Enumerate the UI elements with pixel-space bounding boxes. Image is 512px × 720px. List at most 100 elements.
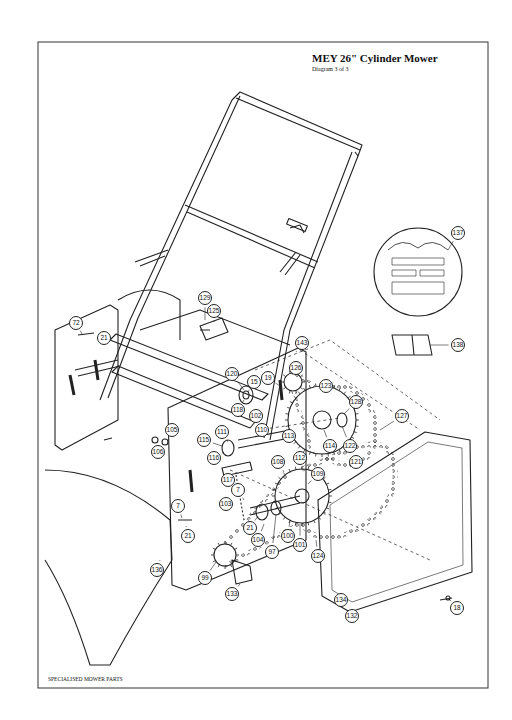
callout-number: 125	[207, 304, 222, 318]
leader-line	[316, 540, 318, 547]
sprocket-tooth	[295, 391, 297, 394]
leader-line	[205, 307, 206, 320]
callout-number: 118	[231, 403, 245, 417]
sprocket-tooth	[355, 425, 358, 427]
leader-line	[344, 409, 349, 414]
drive-chain	[302, 444, 395, 537]
sprocket-tooth	[326, 508, 329, 509]
sprocket-tooth	[302, 466, 303, 469]
drive-chain	[322, 385, 376, 464]
decal-set	[374, 228, 462, 316]
callout-number: 121	[349, 455, 364, 469]
leader-line	[243, 400, 244, 402]
leader-line	[448, 241, 453, 250]
sprocket-tooth	[289, 391, 291, 394]
assembly-line	[230, 340, 440, 560]
leader-line	[296, 351, 298, 352]
leader-line	[210, 562, 216, 571]
leader-line	[227, 440, 228, 442]
sprocket-tooth	[275, 483, 278, 484]
callout-number: 111	[215, 425, 229, 439]
leader-line	[430, 345, 449, 346]
sprocket-tooth	[295, 522, 297, 525]
callout-number: 15	[247, 375, 261, 389]
callout-number: 108	[271, 455, 286, 469]
callout-number: 21	[97, 331, 111, 345]
callout-number: 102	[249, 409, 264, 423]
sprocket-tooth	[272, 496, 275, 497]
sprocket-tooth	[283, 517, 285, 519]
left-side-plate	[55, 305, 118, 450]
leader-line	[238, 382, 244, 390]
sprocket-tooth	[344, 392, 346, 394]
sprocket-tooth	[235, 548, 238, 550]
sprocket-tooth	[285, 420, 288, 421]
callout-number: 138	[451, 338, 466, 352]
sprocket-tooth	[298, 446, 300, 448]
leader-line	[261, 524, 264, 531]
sprocket-tooth	[319, 517, 321, 519]
leader-line	[324, 430, 327, 437]
sprocket-tooth	[339, 388, 341, 391]
callout-number: 7	[171, 499, 185, 513]
sprocket-tooth	[290, 402, 293, 404]
leader-line	[213, 443, 222, 446]
diagram-title: MEY 26" Cylinder Mower	[312, 52, 438, 64]
sprocket-tooth	[213, 548, 216, 550]
sprocket-tooth	[287, 407, 290, 408]
sprocket-tooth	[294, 442, 296, 444]
manual	[392, 335, 432, 355]
callout-number: 21	[181, 529, 195, 543]
callout-number: 124	[311, 549, 326, 563]
sprocket-tooth	[339, 449, 341, 452]
sprocket-tooth	[218, 565, 220, 568]
callout-number: 115	[197, 433, 211, 447]
sprocket-tooth	[314, 520, 315, 523]
sprocket-tooth	[286, 425, 289, 427]
leader-line	[273, 514, 276, 543]
sprocket-tooth	[328, 489, 331, 491]
sprocket-tooth	[211, 555, 214, 556]
leader-line	[214, 320, 215, 322]
roller-cover	[45, 470, 172, 665]
leader-line	[380, 421, 394, 430]
callout-number: 137	[451, 226, 466, 240]
clutch-hub	[232, 560, 252, 584]
sprocket-tooth	[286, 413, 289, 415]
grass-deflector	[118, 290, 180, 340]
sprocket-tooth	[354, 432, 357, 433]
callout-number: 113	[282, 429, 296, 443]
leader-line	[283, 470, 284, 472]
callout-number: 128	[349, 395, 364, 409]
callout-number: 97	[265, 545, 279, 559]
leader-line	[342, 426, 346, 437]
sprocket-tooth	[300, 375, 302, 377]
callout-number: 105	[165, 423, 180, 437]
callout-number: 116	[207, 451, 221, 465]
sprocket-tooth	[213, 561, 216, 563]
bracket	[200, 318, 228, 340]
footer-note: SPECIALISED MOWER PARTS	[48, 676, 123, 682]
callout-number: 120	[225, 367, 240, 381]
sprocket-tooth	[304, 388, 306, 391]
sprocket-tooth	[218, 543, 220, 546]
sprocket-tooth	[355, 413, 358, 415]
leader-line	[238, 584, 240, 587]
leader-line	[186, 526, 187, 527]
leader-line	[275, 383, 280, 386]
leader-line	[168, 439, 169, 440]
sprocket-tooth	[302, 523, 303, 526]
callout-number: 99	[198, 571, 212, 585]
leader-line	[289, 520, 291, 527]
callout-number: 127	[395, 409, 410, 423]
leader-line	[301, 467, 302, 470]
callout-number: 123	[319, 379, 334, 393]
sprocket-tooth	[283, 473, 285, 475]
sprocket-tooth	[315, 453, 317, 456]
sprocket-tooth	[231, 565, 233, 568]
washer	[337, 413, 347, 427]
sprocket-tooth	[279, 477, 281, 479]
callout-number: 7	[231, 483, 245, 497]
sprocket-tooth	[329, 496, 332, 497]
